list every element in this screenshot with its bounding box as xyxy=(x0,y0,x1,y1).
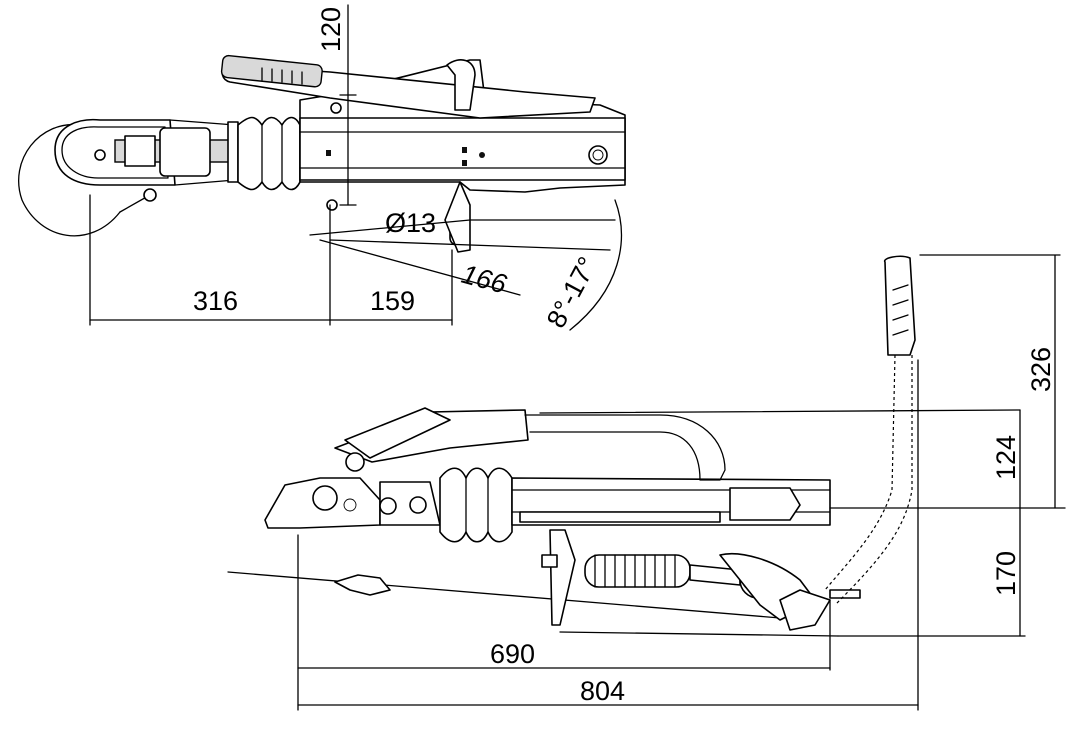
dim-120: 120 xyxy=(316,7,346,52)
handle-raised xyxy=(824,255,916,606)
top-view: 120 Ø13 166 8°-17° 316 159 xyxy=(18,4,626,333)
dim-lines-side xyxy=(297,254,1066,711)
brake-rod xyxy=(227,571,781,619)
dim-lines-top xyxy=(89,4,622,331)
dim-159: 159 xyxy=(370,286,415,316)
coupling-head-side xyxy=(264,477,441,529)
spring-damper xyxy=(584,552,861,631)
bellows-side xyxy=(439,467,513,543)
handbrake-lever-top xyxy=(220,54,596,119)
dim-316: 316 xyxy=(193,286,238,316)
handbrake-lever-side: AL-KO xyxy=(334,407,1021,481)
drawbar-side xyxy=(511,477,831,526)
dim-hole-diameter: Ø13 xyxy=(385,208,436,238)
dim-166: 166 xyxy=(458,259,510,300)
dim-angle: 8°-17° xyxy=(541,252,603,333)
coupling-head xyxy=(54,118,239,186)
bellows-top xyxy=(237,116,301,191)
dim-804: 804 xyxy=(580,676,625,706)
bracket xyxy=(541,529,839,637)
dim-124: 124 xyxy=(991,435,1021,480)
dim-690: 690 xyxy=(490,639,535,669)
dim-170: 170 xyxy=(991,551,1021,596)
side-view: AL-KO xyxy=(227,254,1066,711)
dim-326: 326 xyxy=(1026,347,1056,392)
